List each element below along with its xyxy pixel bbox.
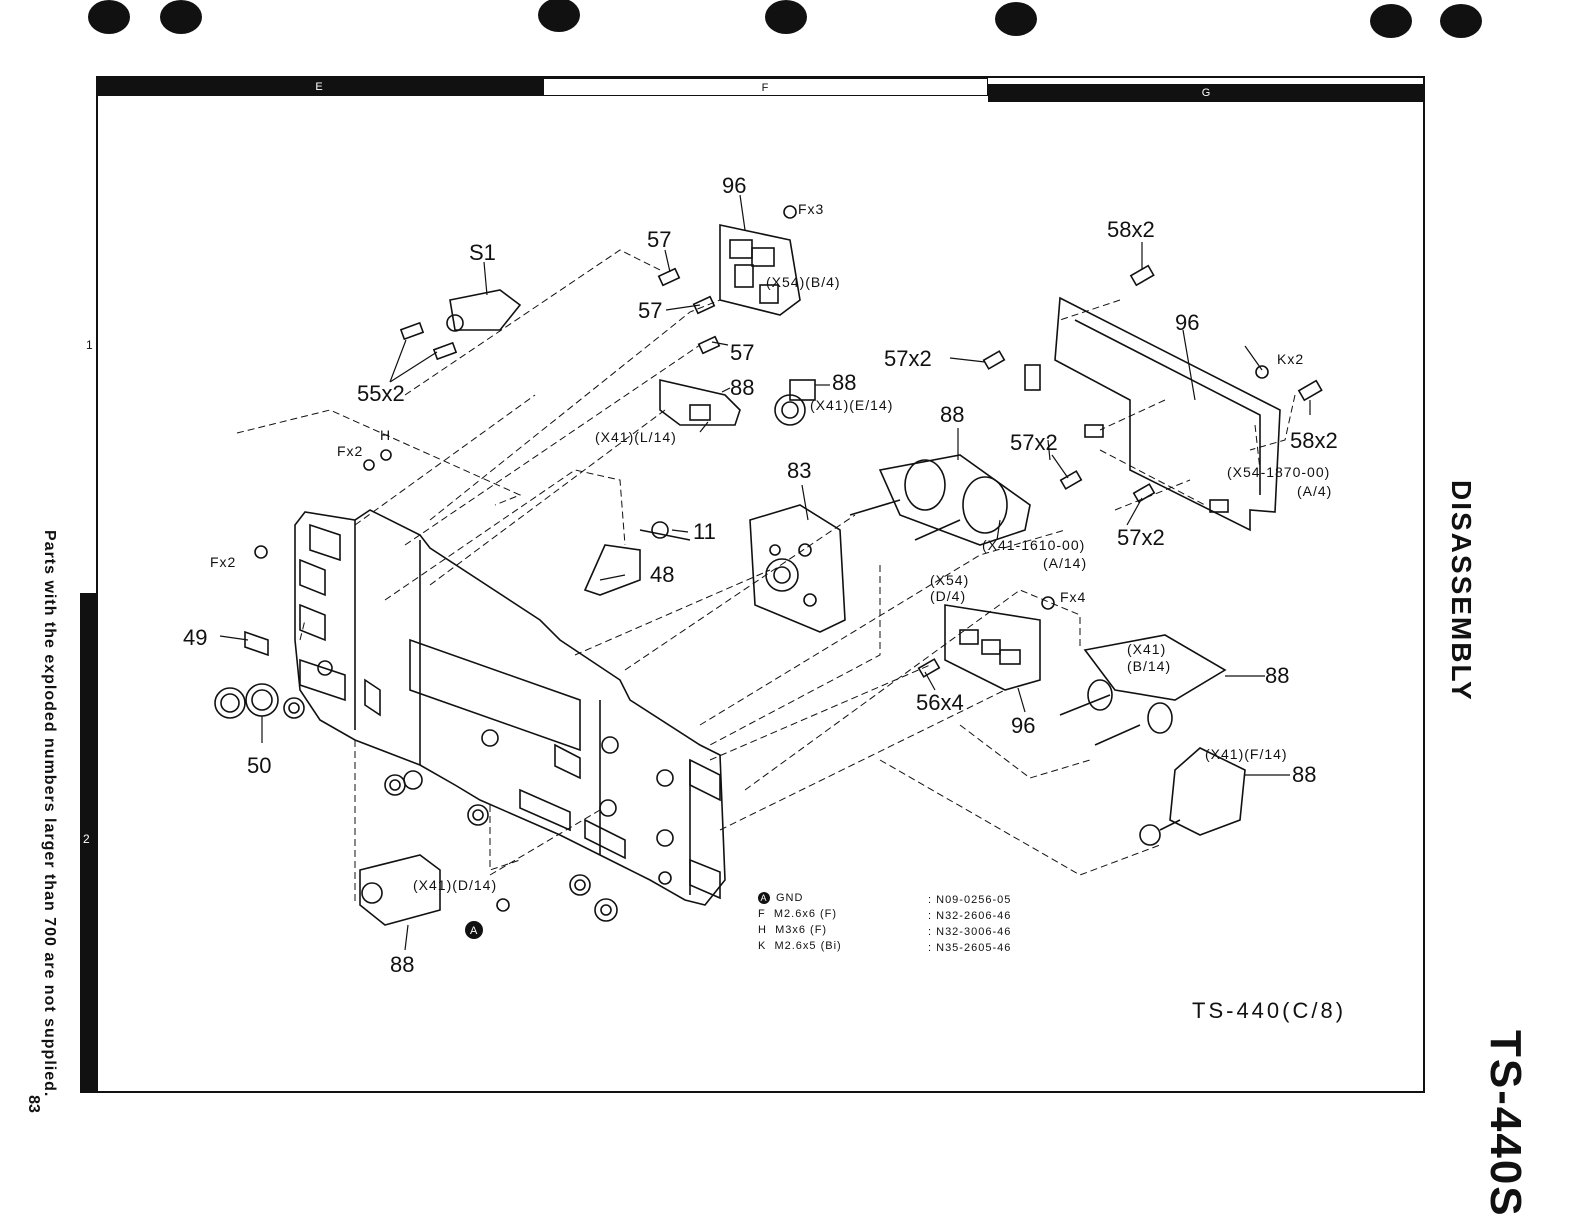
label-88-a: 88 [730,375,754,400]
label-x54: (X54) [930,572,969,588]
binder-hole [765,0,807,34]
gnd-marker [465,921,483,939]
label-fx4: Fx4 [1060,589,1086,605]
label-fx2-left: Fx2 [210,554,236,570]
binder-hole [88,0,130,34]
legend-code: F [758,908,766,920]
legend-desc: M2.6x6 (F) [773,908,838,920]
label-88-c: 88 [940,402,964,427]
label-57-c: 57 [730,340,754,365]
legend-row: H M3x6 (F) [758,924,842,940]
label-57-b: 57 [638,298,662,323]
label-fx2-h: Fx2 [337,443,363,459]
legend-row: A GND [758,892,842,908]
label-57x2-b: 57x2 [1010,430,1058,455]
column-e: E [96,78,543,96]
label-56x4: 56x4 [916,690,964,715]
label-x41-f14: (X41)(F/14) [1205,746,1288,762]
label-d4: (D/4) [930,588,966,604]
legend-desc: M2.6x5 (Bi) [774,940,842,952]
legend-part: : N32-3006-46 [928,926,1012,938]
binder-hole [160,0,202,34]
row-2: 2 [83,832,90,846]
label-x41-l14: (X41)(L/14) [595,429,677,445]
label-x54-b4: (X54)(B/4) [766,274,841,290]
label-49: 49 [183,625,207,650]
label-x41-1610: (X41-1610-00) [982,537,1085,553]
label-48: 48 [650,562,674,587]
label-11: 11 [693,519,716,544]
legend-code: K [758,940,767,952]
column-f: F [543,78,988,96]
binder-hole [1440,4,1482,38]
label-88-b: 88 [832,370,856,395]
label-h: H [380,427,391,443]
label-x41: (X41) [1127,641,1166,657]
legend-desc: GND [776,892,804,904]
label-s1: S1 [469,240,496,265]
label-96-top: 96 [722,173,746,198]
chassis-frame [294,509,726,906]
label-88-d: 88 [1265,663,1289,688]
label-96-right: 96 [1175,310,1199,335]
label-kx2: Kx2 [1277,351,1304,367]
label-x54-1870: (X54-1870-00) [1227,464,1330,480]
legend-part: : N09-0256-05 [928,894,1012,906]
gnd-marker-letter: A [470,925,478,937]
column-g: G [988,84,1425,102]
label-58x2-right: 58x2 [1290,428,1338,453]
label-88-e: 88 [1292,762,1316,787]
label-83: 83 [787,458,811,483]
label-50: 50 [247,753,271,778]
label-a4: (A/4) [1297,483,1332,499]
row-1: 1 [86,338,93,352]
label-x41-d14: (X41)(D/14) [413,877,497,893]
label-57x2-a: 57x2 [884,346,932,371]
part-number-legend: : N09-0256-05 : N32-2606-46 : N32-3006-4… [928,894,1011,958]
legend-desc: M3x6 (F) [775,924,828,936]
binder-hole [538,0,580,32]
label-55x2: 55x2 [357,381,405,406]
label-57x2-c: 57x2 [1117,525,1165,550]
label-58x2-top: 58x2 [1107,217,1155,242]
row-ruler-dark [80,593,96,1093]
binder-hole [995,2,1037,36]
label-88-f: 88 [390,952,414,977]
legend-part: : N35-2605-46 [928,942,1012,954]
diagram-title: TS-440(C/8) [1192,998,1347,1023]
label-b14: (B/14) [1127,658,1171,674]
label-a14: (A/14) [1043,555,1087,571]
legend-row: F M2.6x6 (F) [758,908,842,924]
label-96-bottom: 96 [1011,713,1035,738]
legend-row: K M2.6x5 (Bi) [758,940,842,956]
legend-part: : N32-2606-46 [928,910,1012,922]
binder-hole [1370,4,1412,38]
label-fx3: Fx3 [798,201,824,217]
gnd-icon: A [758,892,770,905]
legend-code: H [758,924,767,936]
screw-legend: A GND F M2.6x6 (F) H M3x6 (F) K M2.6x5 (B… [758,892,842,956]
label-x41-e14: (X41)(E/14) [810,397,893,413]
label-57-a: 57 [647,227,671,252]
